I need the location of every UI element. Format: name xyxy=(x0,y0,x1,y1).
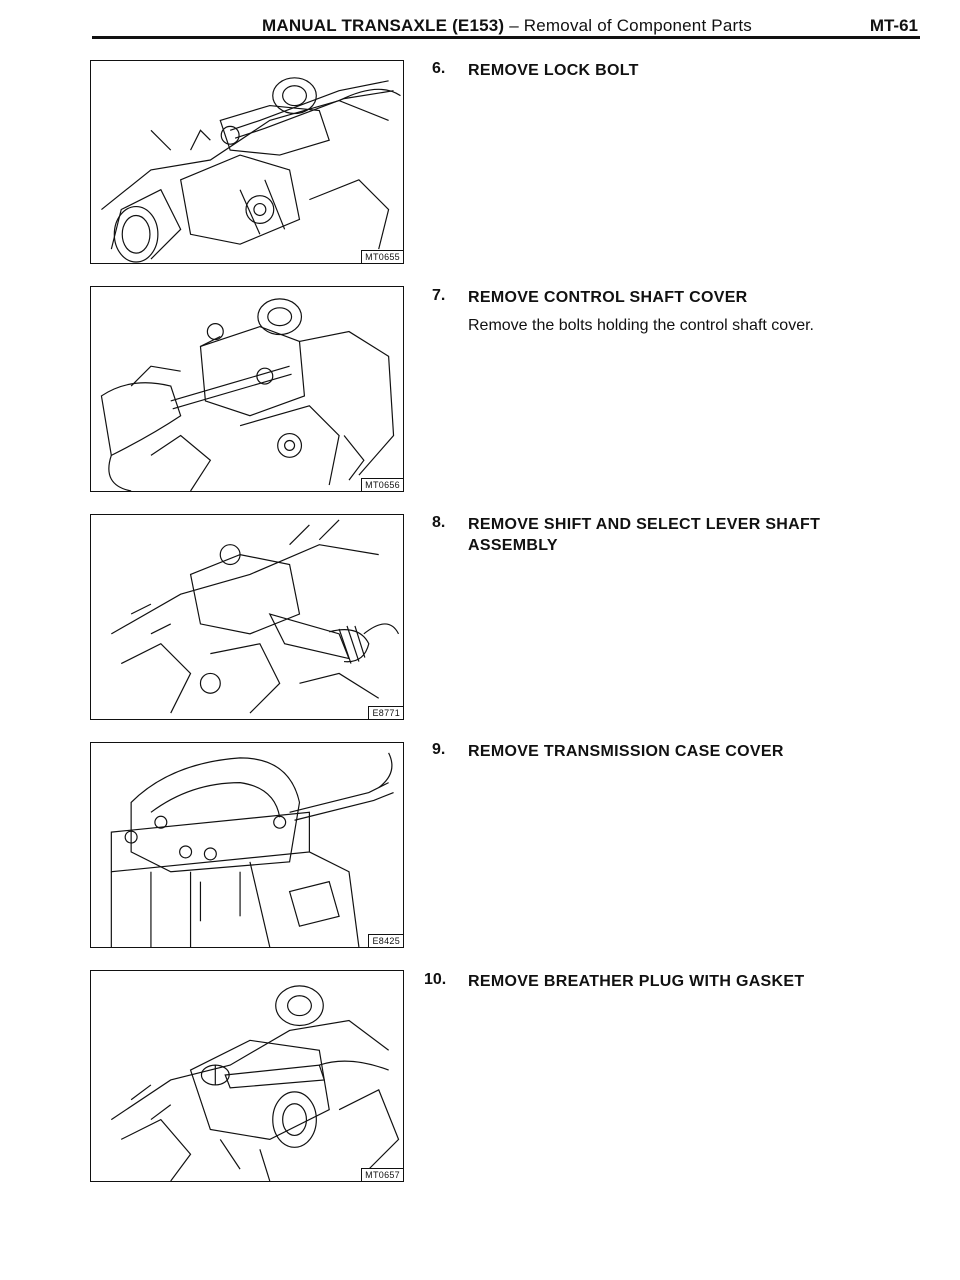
step-6: 6. REMOVE LOCK BOLT xyxy=(432,60,912,81)
figure-breather-plug: MT0657 xyxy=(90,970,404,1182)
step-9: 9. REMOVE TRANSMISSION CASE COVER xyxy=(432,741,912,762)
header-rule xyxy=(92,36,920,39)
step-heading: REMOVE CONTROL SHAFT COVER xyxy=(468,289,748,306)
breather-plug-illustration xyxy=(110,985,400,1181)
lock-bolt-illustration xyxy=(101,77,401,263)
transmission-case-cover-illustration xyxy=(110,752,394,947)
page-header: MANUAL TRANSAXLE (E153) – Removal of Com… xyxy=(96,14,918,44)
step-heading: REMOVE LOCK BOLT xyxy=(468,62,639,79)
step-number: 8. xyxy=(432,514,446,531)
page-number: MT-61 xyxy=(869,16,918,35)
page-title-rest: – Removal of Component Parts xyxy=(504,16,752,35)
figure-code: MT0655 xyxy=(361,250,403,263)
step-heading: REMOVE BREATHER PLUG WITH GASKET xyxy=(468,973,805,990)
step-number: 6. xyxy=(432,60,446,77)
step-heading: REMOVE TRANSMISSION CASE COVER xyxy=(468,743,784,760)
shift-select-lever-illustration xyxy=(111,519,400,714)
figure-code: E8425 xyxy=(368,934,403,947)
figure-lock-bolt: MT0655 xyxy=(90,60,404,264)
page-title-bold: MANUAL TRANSAXLE (E153) xyxy=(261,16,505,35)
figure-code: MT0656 xyxy=(361,478,403,491)
figure-shift-select-lever-shaft: E8771 xyxy=(90,514,404,720)
step-10: 10. REMOVE BREATHER PLUG WITH GASKET xyxy=(424,971,904,992)
figure-control-shaft-cover: MT0656 xyxy=(90,286,404,492)
figure-transmission-case-cover: E8425 xyxy=(90,742,404,948)
step-number: 9. xyxy=(432,741,446,758)
step-number: 7. xyxy=(432,287,446,304)
step-8: 8. REMOVE SHIFT AND SELECT LEVER SHAFT AS… xyxy=(432,514,912,556)
figure-code: MT0657 xyxy=(361,1168,403,1181)
step-7: 7. REMOVE CONTROL SHAFT COVER Remove the … xyxy=(432,287,912,336)
page-title: MANUAL TRANSAXLE (E153) – Removal of Com… xyxy=(96,16,918,36)
figure-code: E8771 xyxy=(368,706,403,719)
step-heading: REMOVE SHIFT AND SELECT LEVER SHAFT ASSE… xyxy=(468,516,821,554)
step-number: 10. xyxy=(424,971,447,988)
step-body: Remove the bolts holding the control sha… xyxy=(468,317,814,334)
control-shaft-cover-illustration xyxy=(100,298,395,491)
